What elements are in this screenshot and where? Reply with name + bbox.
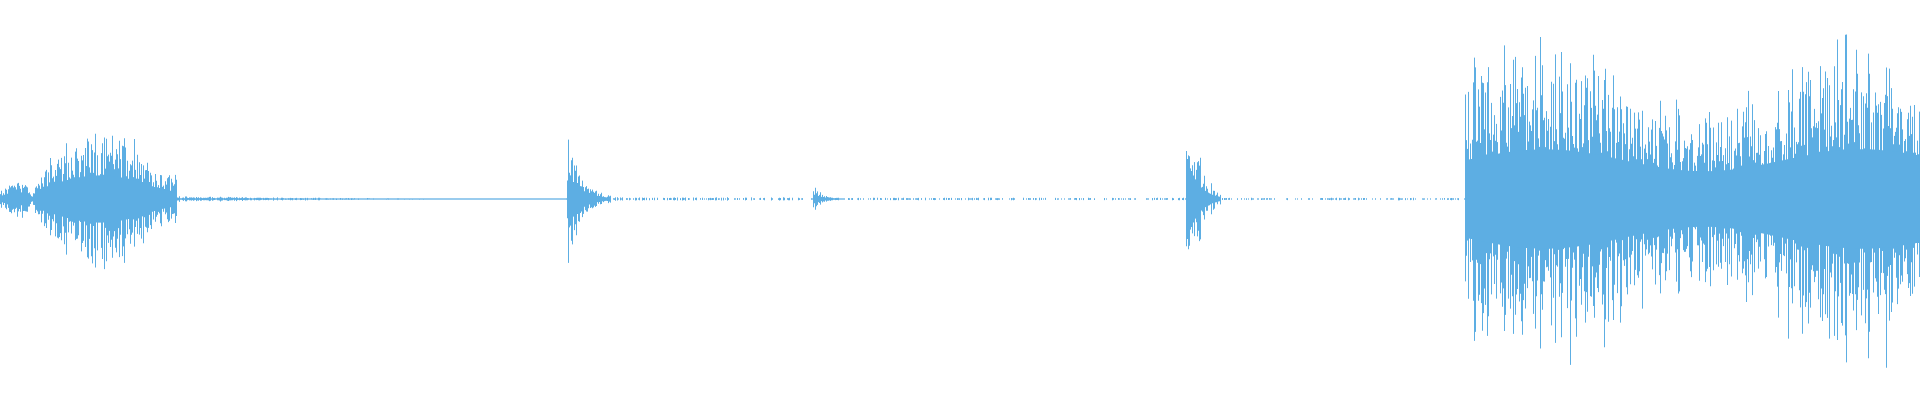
waveform-core-burst-1 — [35, 175, 177, 223]
waveform-segment-tail-3 — [848, 197, 1184, 201]
waveform-segment-tail-4 — [1222, 197, 1465, 201]
waveform-segment-tail-1 — [177, 196, 576, 202]
waveform-trace — [0, 34, 1920, 368]
waveform-core-burst-4 — [1186, 159, 1221, 239]
waveform-core-burst-1-lead — [0, 192, 35, 206]
waveform-segment-tail-2 — [613, 197, 812, 201]
waveform-core-burst-5 — [1465, 149, 1920, 249]
waveform-core-burst-3 — [813, 194, 845, 204]
waveform-core-burst-2 — [567, 174, 611, 224]
